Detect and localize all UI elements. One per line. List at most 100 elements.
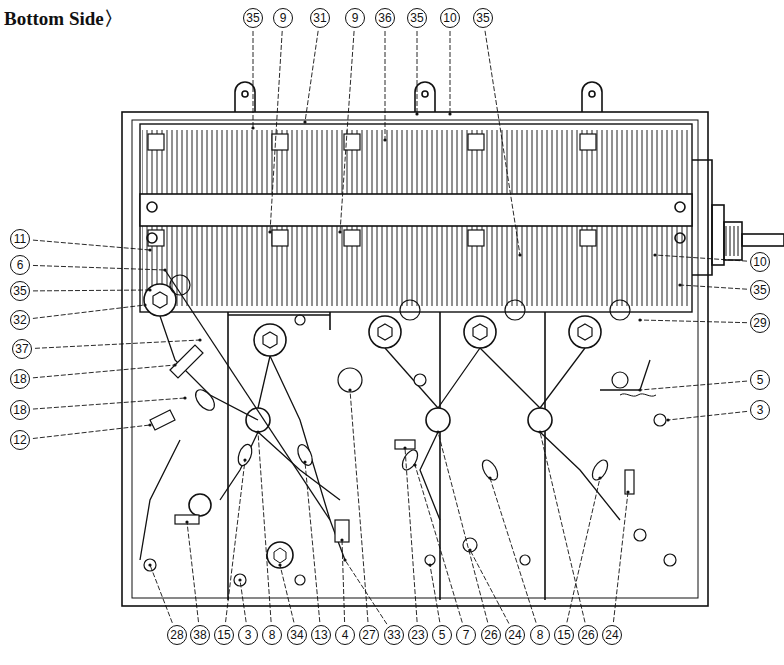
- callout-number: 34: [287, 625, 307, 645]
- leader-dot: [415, 112, 418, 115]
- leader-line: [668, 411, 747, 420]
- callout-number: 38: [190, 625, 210, 645]
- leader-dot: [468, 548, 471, 551]
- leader-dot: [148, 563, 151, 566]
- leader-line: [350, 390, 368, 622]
- leader-line: [35, 340, 200, 348]
- leader-line: [417, 31, 418, 114]
- leader-dot: [148, 248, 151, 251]
- leader-line: [340, 31, 354, 232]
- leader-dot: [598, 476, 601, 479]
- leader-line: [342, 540, 345, 622]
- callout-number: 24: [505, 625, 525, 645]
- callout-number: 18: [10, 369, 30, 389]
- leader-dot: [251, 126, 254, 129]
- callout-number: 9: [273, 8, 293, 28]
- leader-line: [33, 398, 185, 409]
- leader-dot: [340, 538, 343, 541]
- leader-dot: [343, 558, 346, 561]
- callout-number: 35: [750, 280, 770, 300]
- leader-dot: [403, 446, 406, 449]
- leader-dot: [268, 230, 271, 233]
- leader-dot: [198, 338, 201, 341]
- leader-line: [33, 425, 150, 439]
- leader-dot: [538, 430, 541, 433]
- callout-number: 36: [375, 8, 395, 28]
- leader-line: [680, 285, 747, 289]
- leader-dot: [413, 463, 416, 466]
- leader-line: [470, 550, 509, 624]
- leader-line: [33, 365, 175, 378]
- callout-number: 5: [750, 370, 770, 390]
- leader-dot: [238, 578, 241, 581]
- leader-dot: [338, 230, 341, 233]
- leader-line: [345, 560, 387, 624]
- leader-dot: [148, 288, 151, 291]
- leader-dot: [163, 268, 166, 271]
- leader-line: [270, 31, 282, 232]
- callout-number: 37: [12, 339, 32, 359]
- callout-number: 32: [10, 310, 30, 330]
- leader-dot: [348, 388, 351, 391]
- view-title: Bottom Side〉: [4, 6, 123, 32]
- leader-line: [280, 565, 294, 622]
- callout-number: 7: [456, 625, 476, 645]
- callout-number: 10: [750, 252, 770, 272]
- callout-number: 28: [167, 625, 187, 645]
- callout-number: 12: [10, 430, 30, 450]
- leader-dot: [278, 563, 281, 566]
- leader-dot: [638, 388, 641, 391]
- callout-number: 18: [10, 400, 30, 420]
- leader-line: [187, 522, 199, 622]
- leader-line: [640, 381, 747, 390]
- leader-line: [485, 31, 520, 255]
- callout-number: 15: [554, 625, 574, 645]
- leader-line: [430, 565, 440, 622]
- leader-dot: [448, 112, 451, 115]
- leader-line: [253, 31, 254, 128]
- callout-number: 3: [238, 625, 258, 645]
- leader-line: [385, 31, 386, 140]
- callout-number: 29: [750, 313, 770, 333]
- callout-number: 3: [750, 400, 770, 420]
- leader-line: [150, 565, 172, 623]
- leader-line: [450, 31, 451, 114]
- callout-number: 5: [432, 625, 452, 645]
- leader-line: [33, 240, 150, 250]
- callout-number: 27: [359, 625, 379, 645]
- leader-dot: [256, 430, 259, 433]
- leader-dot: [638, 318, 641, 321]
- callout-number: 35: [473, 8, 493, 28]
- leader-dot: [436, 430, 439, 433]
- leader-line: [33, 290, 150, 292]
- callout-number: 26: [481, 625, 501, 645]
- leader-line: [305, 31, 318, 122]
- leader-dot: [148, 423, 151, 426]
- callout-number: 26: [578, 625, 598, 645]
- leader-dot: [383, 138, 386, 141]
- leader-line: [33, 265, 165, 270]
- leader-dot: [626, 490, 629, 493]
- callout-number: 4: [335, 625, 355, 645]
- leader-dot: [428, 563, 431, 566]
- callout-number: 9: [345, 8, 365, 28]
- leader-dot: [666, 418, 669, 421]
- leader-dot: [303, 120, 306, 123]
- callout-number: 35: [10, 281, 30, 301]
- leader-dot: [183, 396, 186, 399]
- callout-number: 33: [384, 625, 404, 645]
- callout-number: 23: [408, 625, 428, 645]
- leader-dot: [243, 458, 246, 461]
- callout-number: 24: [602, 625, 622, 645]
- callout-number: 8: [530, 625, 550, 645]
- leader-line: [613, 492, 628, 622]
- callout-number: 13: [311, 625, 331, 645]
- leader-dot: [173, 363, 176, 366]
- leader-line: [567, 478, 600, 622]
- leader-dot: [678, 283, 681, 286]
- callout-number: 6: [10, 255, 30, 275]
- callout-number: 8: [262, 625, 282, 645]
- leader-line: [33, 305, 145, 318]
- callout-number: 11: [10, 229, 30, 249]
